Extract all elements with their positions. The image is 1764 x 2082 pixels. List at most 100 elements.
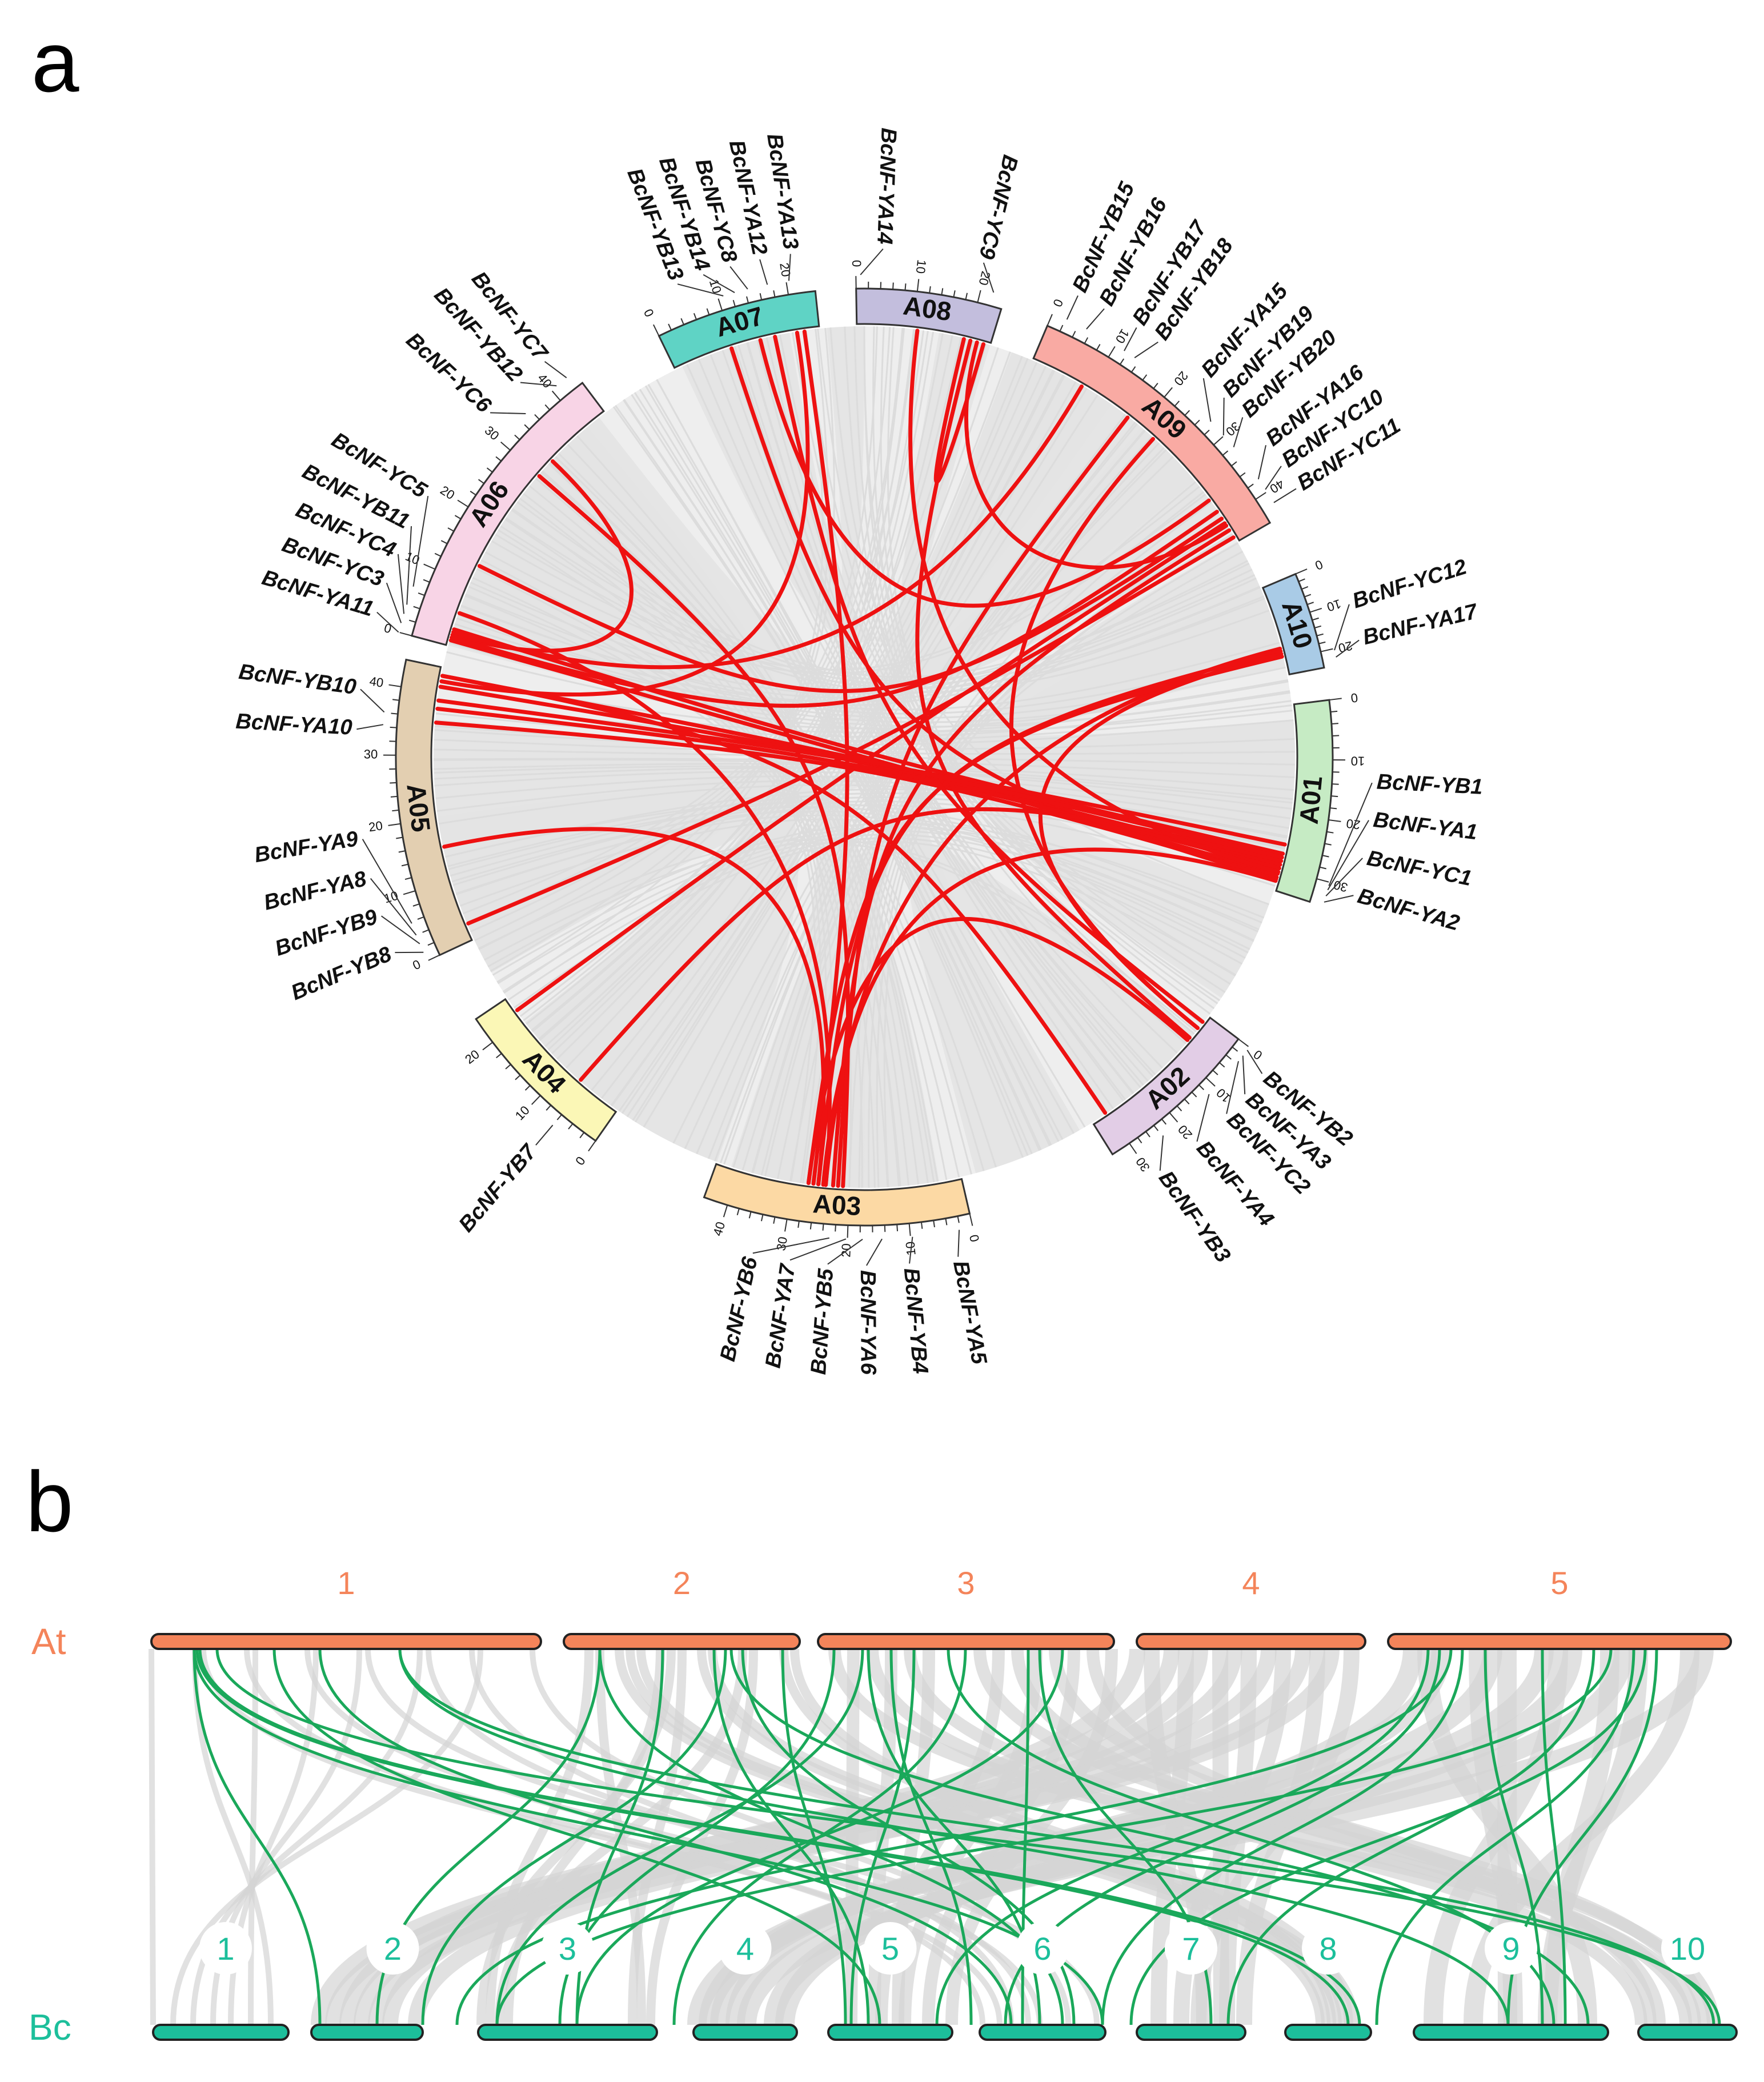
tick-mark (1321, 649, 1333, 652)
panel-b-letter: b (26, 1454, 73, 1550)
tick-mark (1194, 420, 1199, 425)
tick-mark (798, 1221, 799, 1228)
tick-label: 30 (773, 1236, 790, 1252)
gene-label-bcnf-yb4: BcNF-YB4 (899, 1237, 932, 1375)
gene-connector (1134, 342, 1158, 358)
gene-label-bcnf-ya5: BcNF-YA5 (948, 1230, 991, 1366)
gene-connector (1243, 1056, 1245, 1095)
at-chromosome-number: 3 (957, 1565, 975, 1601)
tick-mark (957, 1216, 959, 1223)
tick-mark (1238, 1039, 1249, 1046)
tick-mark (524, 425, 530, 429)
tick-mark (929, 286, 931, 293)
tick-label: 20 (1345, 816, 1361, 832)
tick-mark (737, 1208, 739, 1215)
tick-mark (409, 620, 415, 622)
tick-mark (941, 288, 943, 295)
bc-chromosome-bar (828, 2025, 952, 2040)
tick-mark (761, 1215, 763, 1222)
tick-mark (1307, 602, 1313, 604)
at-chromosome-bar (564, 1634, 800, 1649)
gene-label-bcnf-ya13: BcNF-YA13 (762, 132, 803, 281)
tick-mark (1169, 1112, 1177, 1122)
tick-label: 10 (1351, 754, 1365, 768)
tick-mark (392, 810, 399, 811)
tick-mark (388, 824, 401, 826)
bc-chromosome-bar (311, 2025, 423, 2040)
tick-mark (1206, 1078, 1215, 1086)
tick-mark (1327, 832, 1334, 833)
tick-mark (694, 313, 696, 319)
bc-chromosome-bar (1638, 2025, 1737, 2040)
gene-connector (760, 259, 767, 285)
chromosome-label: A01 (1294, 775, 1328, 826)
gene-connector (1258, 445, 1266, 479)
gene-connector (730, 267, 748, 290)
bc-chromosome-bar (1414, 2025, 1608, 2040)
bc-chromosome-number: 6 (1033, 1931, 1051, 1967)
tick-mark (487, 468, 493, 472)
tick-mark (515, 1075, 520, 1080)
tick-mark (424, 564, 435, 569)
bc-chromosome-bar (1285, 2025, 1371, 2040)
tick-mark (1332, 735, 1339, 736)
at-species-label: At (31, 1621, 66, 1662)
tick-mark (773, 1217, 775, 1224)
tick-mark (501, 442, 511, 450)
tick-label: 20 (1171, 369, 1191, 389)
tick-mark (1154, 1126, 1158, 1131)
tick-label: 40 (368, 674, 384, 690)
at-chromosome-number: 2 (673, 1565, 691, 1601)
background-collinear-link (251, 1649, 255, 2025)
gene-name: BcNF-YB7 (454, 1139, 542, 1236)
gene-connector (1226, 1061, 1238, 1114)
panel-a-letter: a (31, 14, 79, 110)
tick-mark (1162, 1119, 1166, 1124)
gene-name: BcNF-YA9 (252, 827, 359, 867)
tick-label: 0 (1350, 690, 1358, 705)
tick-label: 0 (1050, 297, 1066, 309)
gene-name: BcNF-YA2 (1355, 884, 1462, 935)
tick-mark (1298, 579, 1305, 581)
tick-mark (399, 851, 406, 852)
tick-mark (1097, 344, 1100, 350)
tick-label: 0 (1313, 557, 1325, 573)
tick-mark (1314, 626, 1321, 628)
bc-chromosome-number: 8 (1319, 1931, 1337, 1967)
gene-connector (753, 1238, 829, 1254)
tick-label: 40 (710, 1220, 728, 1238)
tick-mark (707, 309, 709, 315)
gene-connector (1204, 378, 1211, 422)
tick-mark (1329, 698, 1342, 700)
at-chromosome-number: 1 (337, 1565, 355, 1601)
tick-mark (545, 405, 550, 410)
bc-chromosome-bar (153, 2025, 288, 2040)
tick-mark (470, 491, 476, 495)
tick-mark (1220, 1063, 1225, 1067)
tick-label: 10 (512, 1103, 532, 1123)
tick-mark (718, 299, 722, 311)
tick-mark (1222, 451, 1228, 455)
at-chromosome-number: 4 (1242, 1565, 1260, 1601)
tick-mark (1120, 359, 1124, 365)
tick-label: 0 (641, 307, 657, 319)
tick-mark (835, 1224, 836, 1231)
tick-mark (552, 391, 560, 401)
tick-mark (580, 1132, 584, 1138)
tick-mark (496, 1054, 502, 1058)
tick-mark (654, 325, 659, 336)
tick-label: 20 (462, 1047, 482, 1067)
tick-mark (389, 685, 402, 687)
tick-mark (1226, 1055, 1231, 1059)
gene-name: BcNF-YA10 (235, 710, 352, 740)
gene-label-bcnf-ya6: BcNF-YA6 (856, 1239, 882, 1375)
tick-mark (1142, 375, 1146, 381)
bc-species-label: Bc (29, 2007, 71, 2048)
gene-connector (490, 413, 526, 414)
chromosome-label: A03 (812, 1188, 861, 1221)
tick-mark (1319, 642, 1326, 644)
tick-mark (1320, 867, 1326, 869)
